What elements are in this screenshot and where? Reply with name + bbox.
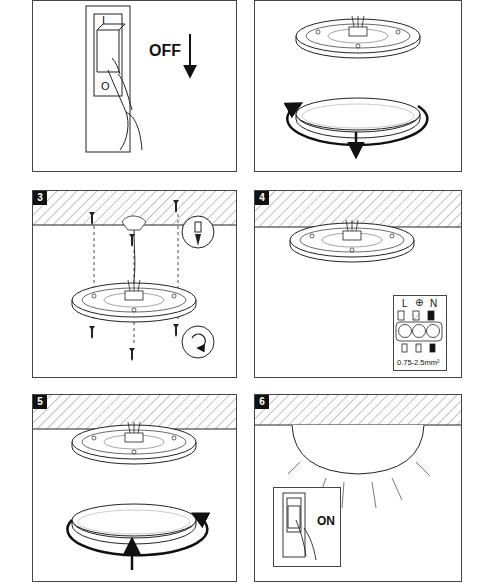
label-text: 0.75-2.5mm² (397, 359, 440, 367)
step-panel: 6ON (254, 394, 462, 582)
label-text: ⊕ (415, 298, 423, 308)
label-text: L (402, 299, 408, 309)
label-text: OFF (149, 43, 181, 59)
remove-cover (255, 1, 462, 172)
label-text: O (101, 81, 110, 92)
terminal-block (393, 295, 445, 369)
step-panel: 5 (32, 394, 237, 582)
step-number: 3 (33, 191, 47, 205)
step-number: 5 (33, 395, 47, 409)
step-panel: 4L ⊕ N 0.75-2.5mm² (254, 190, 462, 378)
lamp-on (255, 395, 461, 565)
fit-cover (33, 395, 236, 570)
mount-plate (33, 191, 236, 361)
label-text: ON (317, 515, 335, 527)
switch-inset: ON (273, 487, 341, 567)
terminal-box: L ⊕ N 0.75-2.5mm² (393, 295, 447, 371)
label-text: N (430, 299, 437, 309)
step-number: 4 (255, 191, 269, 205)
step-panel: I O OFF (32, 0, 237, 172)
step-number: 6 (255, 395, 269, 409)
plate-mounted (255, 191, 461, 262)
step-panel: 3 (32, 190, 237, 378)
label-text: I (102, 15, 105, 26)
switch-off (86, 6, 190, 152)
